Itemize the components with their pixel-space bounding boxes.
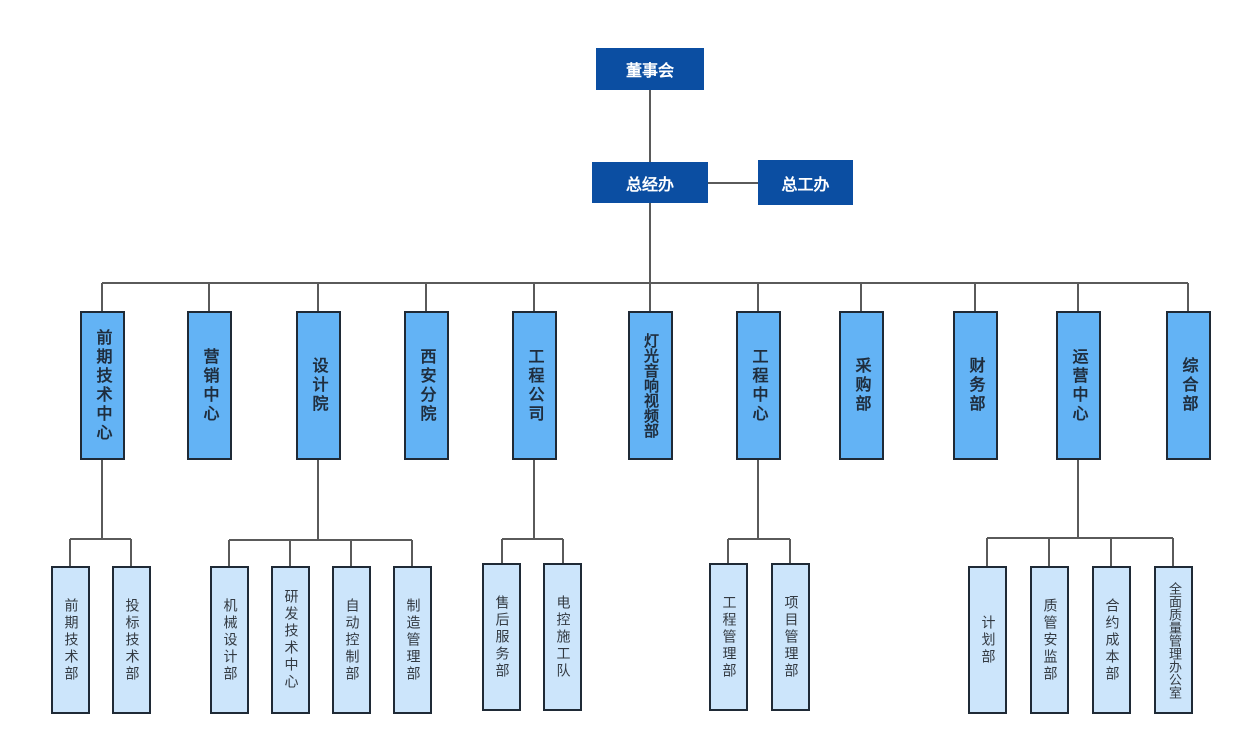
node-label: 设计院 [309, 357, 329, 414]
node-sub-department[interactable]: 投标技术部 [112, 566, 151, 714]
node-label: 制造管理部 [404, 597, 421, 683]
node-department[interactable]: 采购部 [839, 311, 884, 460]
node-sub-department[interactable]: 全面质量管理办公室 [1154, 566, 1193, 714]
node-sub-department[interactable]: 电控施工队 [543, 563, 582, 711]
node-sub-department[interactable]: 合约成本部 [1092, 566, 1131, 714]
node-general-office[interactable]: 总经办 [592, 162, 708, 203]
node-label: 运营中心 [1069, 347, 1089, 424]
node-label: 采购部 [852, 357, 872, 414]
node-sub-department[interactable]: 前期技术部 [51, 566, 90, 714]
node-department[interactable]: 工程中心 [736, 311, 781, 460]
node-label: 合约成本部 [1103, 597, 1120, 683]
node-sub-department[interactable]: 计划部 [968, 566, 1007, 714]
node-label: 计划部 [979, 614, 996, 666]
node-label: 项目管理部 [782, 594, 799, 680]
node-board[interactable]: 董事会 [596, 48, 704, 90]
node-sub-department[interactable]: 售后服务部 [482, 563, 521, 711]
node-department[interactable]: 灯光音响视频部 [628, 311, 673, 460]
node-label: 财务部 [966, 357, 986, 414]
node-label: 全面质量管理办公室 [1166, 581, 1181, 699]
node-department[interactable]: 西安分院 [404, 311, 449, 460]
node-label: 总工办 [781, 174, 830, 194]
node-label: 工程管理部 [720, 594, 737, 680]
node-sub-department[interactable]: 研发技术中心 [271, 566, 310, 714]
node-department[interactable]: 财务部 [953, 311, 998, 460]
node-label: 自动控制部 [343, 597, 360, 683]
node-label: 工程公司 [525, 347, 545, 424]
node-sub-department[interactable]: 工程管理部 [709, 563, 748, 711]
node-sub-department[interactable]: 项目管理部 [771, 563, 810, 711]
node-sub-department[interactable]: 自动控制部 [332, 566, 371, 714]
node-sub-department[interactable]: 机械设计部 [210, 566, 249, 714]
node-label: 工程中心 [749, 347, 769, 424]
node-label: 前期技术中心 [93, 328, 113, 443]
node-label: 营销中心 [200, 347, 220, 424]
node-label: 西安分院 [417, 347, 437, 424]
node-label: 售后服务部 [493, 594, 510, 680]
node-department[interactable]: 前期技术中心 [80, 311, 125, 460]
node-department[interactable]: 营销中心 [187, 311, 232, 460]
node-department[interactable]: 工程公司 [512, 311, 557, 460]
node-sub-department[interactable]: 制造管理部 [393, 566, 432, 714]
node-label: 总经办 [625, 174, 674, 194]
node-department[interactable]: 设计院 [296, 311, 341, 460]
node-label: 质管安监部 [1041, 597, 1058, 683]
node-sub-department[interactable]: 质管安监部 [1030, 566, 1069, 714]
node-label: 机械设计部 [221, 597, 238, 683]
node-department[interactable]: 运营中心 [1056, 311, 1101, 460]
node-label: 综合部 [1179, 357, 1199, 414]
node-chief-engineer-office[interactable]: 总工办 [758, 160, 853, 205]
node-label: 投标技术部 [123, 597, 140, 683]
node-label: 前期技术部 [62, 597, 79, 683]
node-label: 董事会 [625, 61, 674, 80]
node-label: 电控施工队 [554, 594, 571, 680]
node-department[interactable]: 综合部 [1166, 311, 1211, 460]
node-label: 研发技术中心 [282, 589, 299, 691]
node-label: 灯光音响视频部 [642, 333, 660, 438]
